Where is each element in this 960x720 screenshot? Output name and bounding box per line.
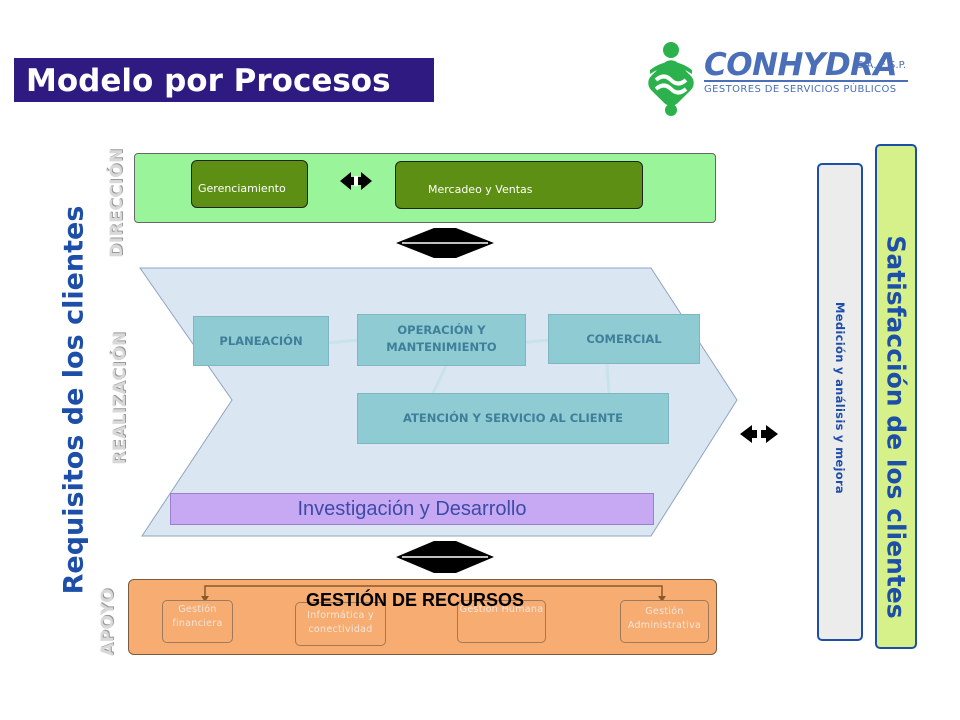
satisfaccion-text: Satisfacción de los clientes — [881, 235, 911, 619]
apoyo-connector — [201, 585, 666, 602]
bidirectional-arrow-icon — [740, 425, 778, 443]
brand-name: CONHYDRA — [704, 47, 898, 83]
brand-tagline: GESTORES DE SERVICIOS PÚBLICOS — [704, 84, 897, 95]
bidirectional-arrow-icon — [340, 172, 372, 190]
informatica-box: Informática y conectividad — [295, 602, 386, 646]
medicion-box — [817, 163, 863, 641]
planeacion-box: PLANEACIÓN — [193, 316, 329, 366]
page-title: Modelo por Procesos — [26, 63, 391, 99]
gestion-humana-box: Gestión Humana — [457, 600, 546, 643]
brand-rule — [704, 80, 908, 82]
atencion-box: ATENCIÓN Y SERVICIO AL CLIENTE — [357, 393, 669, 444]
operacion-box: OPERACIÓN Y MANTENIMIENTO — [357, 314, 526, 366]
double-arrow-icon — [396, 228, 494, 258]
mercadeo-ventas-box: Mercadeo y Ventas — [395, 161, 643, 209]
medicion-text: Medición y análisis y mejora — [833, 302, 847, 494]
double-arrow-icon — [396, 541, 494, 573]
gestion-recursos-title: GESTIÓN DE RECURSOS — [306, 590, 525, 610]
gestion-financiera-box: Gestión financiera — [162, 600, 233, 643]
gerenciamiento-box: Gerenciamiento — [191, 160, 308, 208]
satisfaccion-box — [875, 144, 917, 649]
comercial-box: COMERCIAL — [548, 314, 700, 364]
investigacion-bar: Investigación y Desarrollo — [170, 493, 654, 525]
title-bar — [14, 58, 434, 102]
gestion-administrativa-box: Gestión Administrativa — [620, 600, 709, 643]
brand-suffix: S.A. E.S.P. — [857, 60, 907, 71]
conhydra-logo-icon — [648, 42, 694, 116]
